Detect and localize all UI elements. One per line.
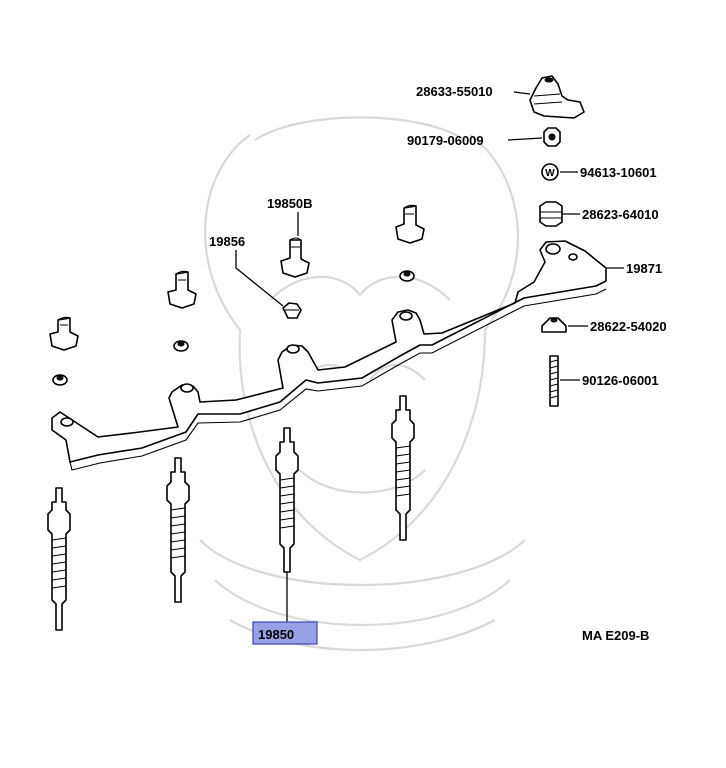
glow-plug-4 <box>391 395 415 541</box>
label-94613-10601: 94613-10601 <box>580 165 657 180</box>
label-19850[interactable]: 19850 <box>258 627 294 642</box>
glow-plug-connector-bar <box>51 240 607 471</box>
label-90179-06009: 90179-06009 <box>407 133 484 148</box>
part-19850-highlight[interactable]: 19850 <box>252 621 318 645</box>
label-19871: 19871 <box>626 261 662 276</box>
label-28622-54020: 28622-54020 <box>590 319 667 334</box>
washer-symbol: W <box>545 168 555 179</box>
watermark-logo <box>199 116 526 651</box>
glow-plug-2 <box>166 457 190 603</box>
insulator-cap-28633 <box>529 75 585 119</box>
leader-lines <box>235 91 624 622</box>
glow-plug-3 <box>275 427 299 573</box>
label-28633-55010: 28633-55010 <box>416 84 493 99</box>
insulator-28622 <box>541 317 567 333</box>
stud-bolt-90126 <box>549 355 559 407</box>
nut-90179 <box>543 127 561 147</box>
label-19856: 19856 <box>209 234 245 249</box>
label-90126-06001: 90126-06001 <box>582 373 659 388</box>
terminal-post-2 <box>167 270 197 352</box>
highlight-box[interactable] <box>252 621 318 645</box>
figure-code: MA E209-B <box>582 628 649 643</box>
glow-plug-1 <box>47 487 71 631</box>
terminal-post-1 <box>49 316 79 386</box>
washer-94613: W <box>541 163 559 181</box>
terminal-post-3 <box>280 237 310 319</box>
insulator-28623 <box>539 201 563 227</box>
label-28623-64010: 28623-64010 <box>582 207 659 222</box>
label-19850B: 19850B <box>267 196 313 211</box>
terminal-post-4 <box>395 204 425 282</box>
